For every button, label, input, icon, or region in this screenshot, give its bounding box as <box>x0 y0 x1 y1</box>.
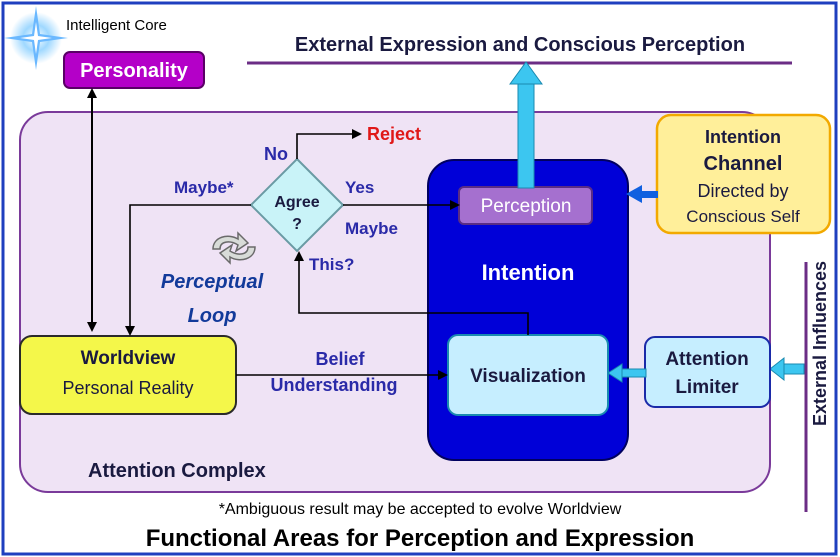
understanding-label: Understanding <box>270 375 397 395</box>
expression-up-arrow <box>509 61 543 189</box>
perception-label: Perception <box>481 196 572 217</box>
main-title: Functional Areas for Perception and Expr… <box>146 525 695 552</box>
intention-channel-box <box>655 113 832 235</box>
this-label: This? <box>309 255 354 274</box>
perceptual-label: Perceptual <box>161 271 264 293</box>
limiter-to-visualization-arrow <box>607 363 647 383</box>
attention-limiter-line2: Limiter <box>675 377 739 398</box>
visualization-to-agree-arrow <box>294 251 529 335</box>
intention-channel-line1: Intention <box>705 127 781 147</box>
personality-label: Personality <box>80 60 189 82</box>
attention-limiter-line1: Attention <box>665 349 748 370</box>
belief-label: Belief <box>315 349 365 369</box>
yes-label: Yes <box>345 178 374 197</box>
external-to-limiter-arrow <box>769 356 805 382</box>
worldview-title: Worldview <box>81 348 176 369</box>
external-influences-label: External Influences <box>810 261 830 426</box>
maybe-label: Maybe <box>345 219 398 238</box>
footnote: *Ambiguous result may be accepted to evo… <box>219 501 622 518</box>
top-title: External Expression and Conscious Percep… <box>295 34 745 56</box>
worldview-subtitle: Personal Reality <box>62 378 193 398</box>
intelligent-core-label: Intelligent Core <box>66 17 167 34</box>
intention-channel-line4: Conscious Self <box>686 207 800 226</box>
no-reject-arrow <box>296 129 362 159</box>
visualization-label: Visualization <box>470 366 586 387</box>
intention-channel-line2: Channel <box>704 153 783 175</box>
reject-label: Reject <box>367 124 421 144</box>
maybe-star-to-worldview-arrow <box>125 204 251 336</box>
personality-box <box>63 51 205 89</box>
loop-label: Loop <box>188 305 237 327</box>
channel-to-perception-arrow <box>626 185 658 203</box>
attention-complex-label: Attention Complex <box>88 460 266 482</box>
intention-title: Intention <box>482 260 575 285</box>
intelligent-core-star-icon <box>4 6 68 70</box>
agree-label: Agree <box>274 194 319 211</box>
agree-question-mark: ? <box>292 216 302 233</box>
no-label: No <box>264 144 288 164</box>
maybe-star-label: Maybe* <box>174 178 234 197</box>
intention-channel-line3: Directed by <box>697 181 788 201</box>
perceptual-loop-icon <box>212 231 256 265</box>
